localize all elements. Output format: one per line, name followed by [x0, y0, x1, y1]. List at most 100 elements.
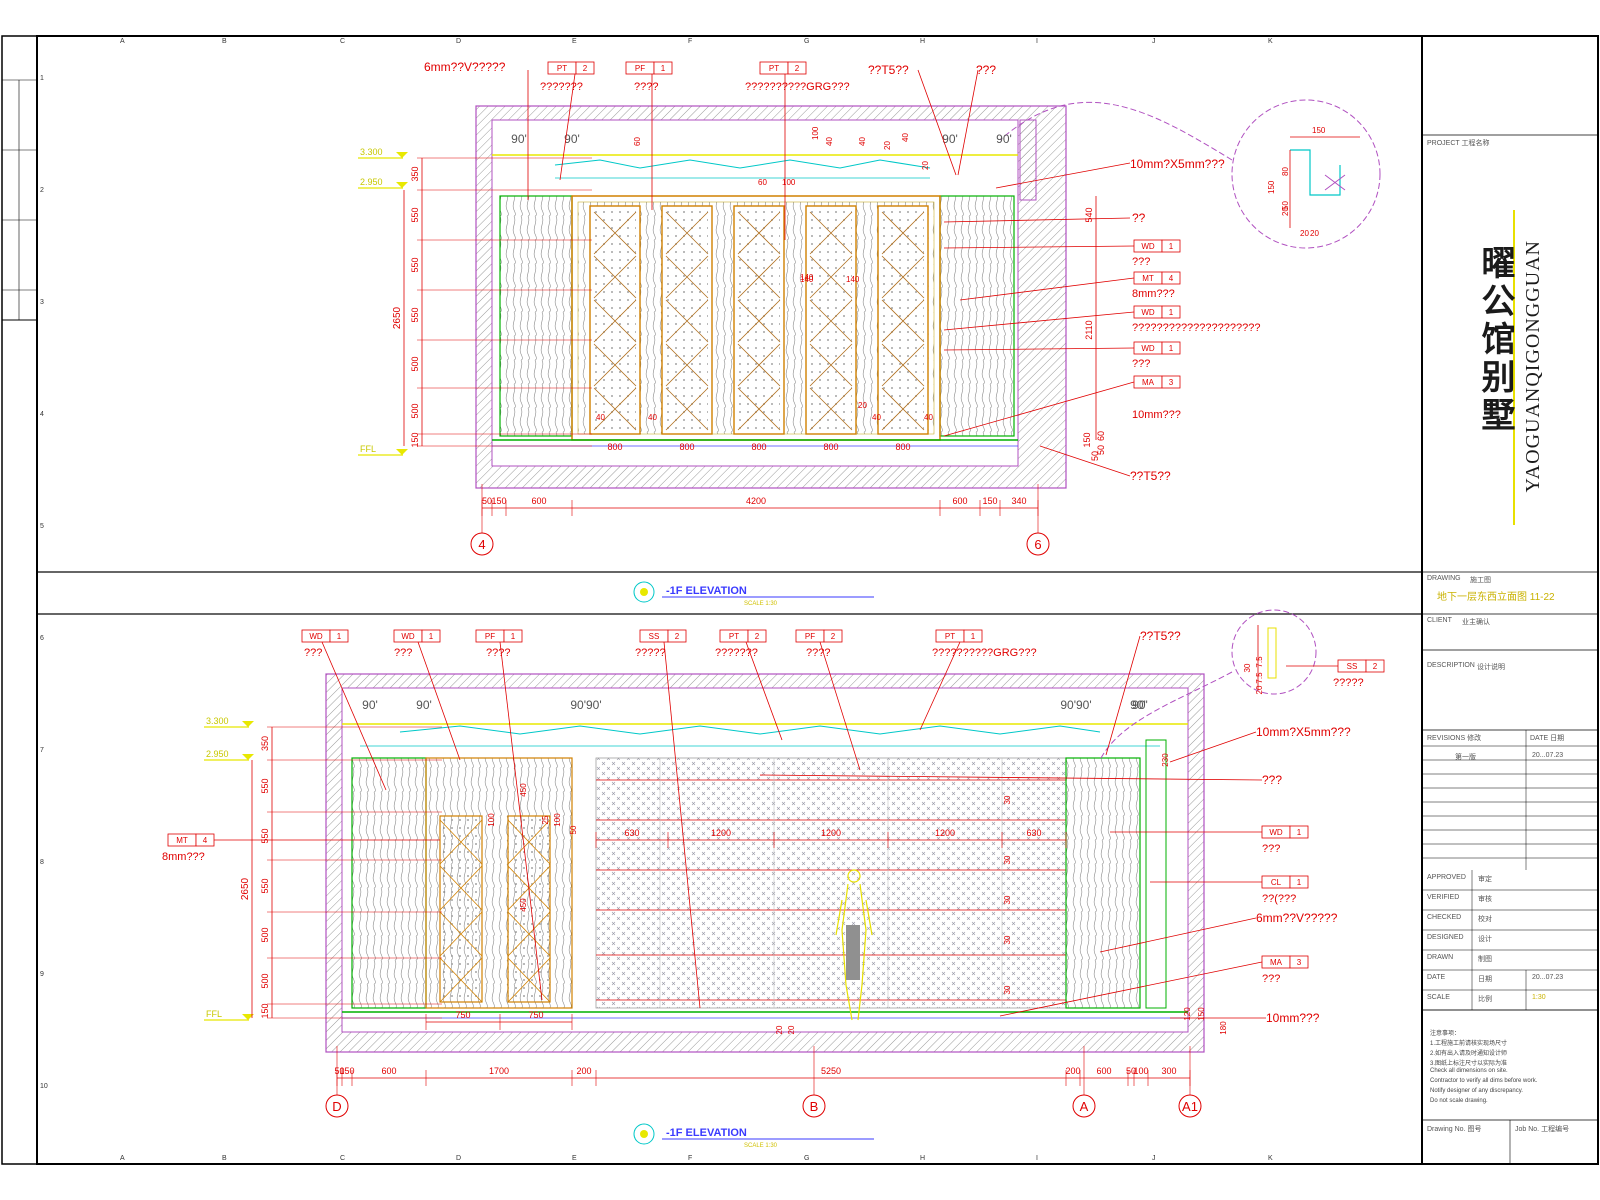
dimension-total: 2650 — [392, 306, 403, 329]
tag-leader — [919, 641, 961, 731]
tb-note: 1.工程施工前请核实现场尺寸 — [1430, 1041, 1508, 1047]
tag-code: PT — [557, 64, 567, 73]
tb-label-project: PROJECT 工程名称 — [1427, 140, 1490, 147]
panel-cross — [593, 255, 637, 299]
dimension-label-small: 100 — [553, 813, 562, 827]
tb-job-no: Job No. 工程编号 — [1515, 1126, 1570, 1133]
grid-column-label: G — [804, 38, 809, 45]
tag-number: 1 — [429, 632, 434, 641]
tag-number: 1 — [1297, 828, 1302, 837]
panel-cross — [809, 343, 853, 387]
panel-cross — [881, 343, 925, 387]
dimension-label: 2110 — [1084, 320, 1094, 339]
panel-cross — [665, 387, 709, 431]
level-marker — [396, 449, 408, 455]
dimension-label: 50 — [1090, 451, 1100, 461]
axis-label: B — [810, 1099, 819, 1114]
tb-rev-first: 第一版 — [1455, 754, 1476, 761]
panel-width-label: 800 — [679, 442, 694, 452]
panel-cross — [593, 211, 637, 255]
detail-dimension-label: 7.5 — [1255, 656, 1264, 668]
dimension-label-small: 20 — [858, 401, 867, 410]
door-panel-cross — [439, 819, 483, 865]
grid-column-label: B — [222, 1155, 227, 1162]
panel-cross — [809, 299, 853, 343]
tag-code: PT — [729, 632, 739, 641]
angle-mark: 90' — [416, 698, 432, 712]
axis-label: 6 — [1034, 537, 1041, 552]
tb-value-drawn: 制图 — [1478, 956, 1492, 963]
project-name-cn: 曜公馆别墅 — [1475, 245, 1515, 435]
dimension-label: 5250 — [821, 1066, 841, 1076]
tag-number-box — [653, 61, 673, 75]
dimension-label: 500 — [260, 927, 270, 942]
tag-description: ??????? — [715, 647, 758, 659]
annotation-note: 6mm??V????? — [1256, 911, 1338, 925]
detail-dimension-label: 50 — [1281, 201, 1290, 210]
tag-leader — [999, 961, 1263, 1017]
material-tag: PT 2??????? — [715, 629, 783, 741]
dimension-label-small: 20 — [921, 161, 930, 170]
tb-label-description: DESCRIPTION — [1427, 662, 1475, 669]
dimension-label: 600 — [381, 1066, 396, 1076]
dimension-label-small: 20 — [787, 1025, 796, 1034]
detail-dimension-label: 20 — [1300, 229, 1309, 238]
tag-leader — [943, 245, 1135, 249]
door-panel-cross — [507, 911, 551, 957]
tb-value-drawing: 施工图 — [1470, 577, 1491, 584]
glass-panel-perforation — [810, 210, 852, 430]
dimension-label: 150 — [1082, 432, 1092, 447]
dimension-label: 630 — [1026, 828, 1041, 838]
dimension-label-small: 450 — [519, 898, 528, 912]
tb-label-approved: APPROVED — [1427, 874, 1466, 881]
dimension-label: 750 — [528, 1010, 543, 1020]
human-scale-figure — [835, 869, 873, 1021]
tag-code: MT — [1142, 274, 1154, 283]
door-panel-cross — [439, 865, 483, 911]
annotation-note: 10mm??? — [1266, 1011, 1320, 1025]
tb-note: 3.图纸上标注尺寸以实际为准 — [1430, 1061, 1508, 1067]
grid-column-label: H — [920, 1155, 925, 1162]
grid-column-label: A — [120, 38, 125, 45]
elevation-title: -1F ELEVATION — [666, 1127, 747, 1139]
dimension-label: 150 — [491, 496, 506, 506]
panel-cross — [593, 343, 637, 387]
annotation-note: ?? — [1132, 211, 1146, 225]
axis-label: A1 — [1182, 1099, 1198, 1114]
tb-note: Do not scale drawing. — [1430, 1098, 1488, 1104]
tb-label-date: DATE — [1427, 974, 1446, 981]
tag-code: CL — [1271, 878, 1282, 887]
tag-number-box — [963, 629, 983, 643]
tag-code: WD — [1141, 344, 1155, 353]
dimension-label-small: 60 — [633, 137, 642, 146]
tag-leader — [819, 641, 861, 771]
tag-code: PF — [805, 632, 815, 641]
tb-rev-first-date: 20...07.23 — [1532, 752, 1564, 759]
tag-number: 1 — [511, 632, 516, 641]
detail-dimension-label: 80 — [1281, 167, 1290, 176]
panel-width-label: 800 — [751, 442, 766, 452]
tag-description: ??????????GRG??? — [745, 81, 850, 93]
dimension-label: 600 — [531, 496, 546, 506]
tag-description: ??? — [1132, 358, 1150, 370]
panel-cross — [881, 387, 925, 431]
grid-column-label: I — [1036, 1155, 1038, 1162]
tag-description: ??? — [1262, 973, 1280, 985]
dimension-label: 100 — [1133, 1066, 1148, 1076]
dimension-label: 1700 — [489, 1066, 509, 1076]
panel-cross — [737, 299, 781, 343]
dimension-label: 50 — [1126, 1066, 1136, 1076]
tb-value-client: 业主确认 — [1462, 619, 1490, 626]
tag-number: 3 — [1297, 958, 1302, 967]
dimension-label: 550 — [260, 828, 270, 843]
axis-label: A — [1080, 1099, 1089, 1114]
tag-number: 2 — [755, 632, 760, 641]
tb-label-drawing: DRAWING — [1427, 575, 1461, 582]
level-marker — [242, 1014, 254, 1020]
dimension-label: 200 — [1065, 1066, 1080, 1076]
tag-description: ????? — [1333, 677, 1364, 689]
